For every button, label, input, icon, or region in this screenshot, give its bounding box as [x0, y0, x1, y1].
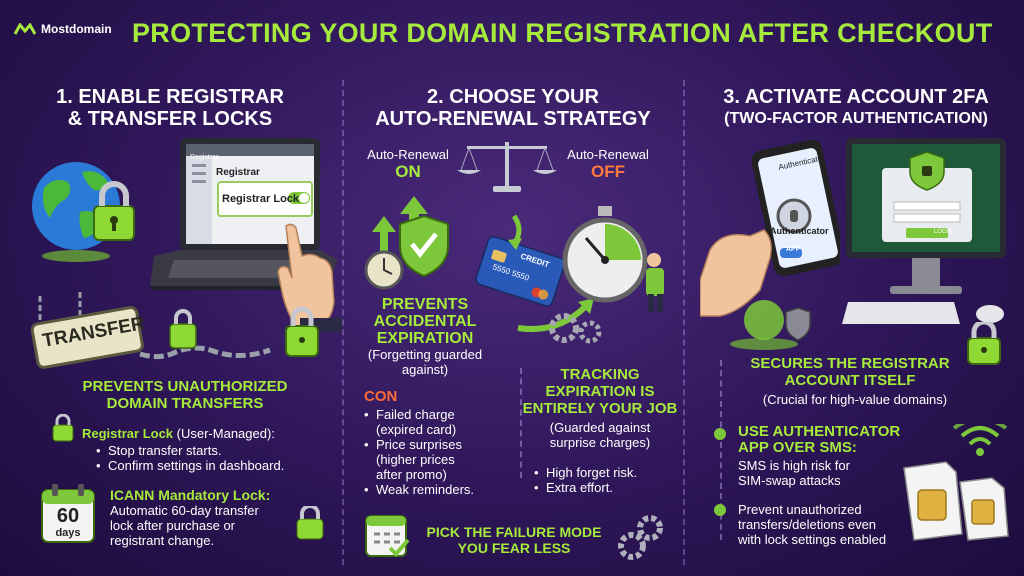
- bullet-dot-icon: [714, 504, 726, 516]
- transfer-chain-illustration: [30, 292, 319, 369]
- registrar-lock-bullets: Stop transfer starts. Confirm settings i…: [96, 443, 284, 473]
- col1-title: 1. ENABLE REGISTRAR & TRANSFER LOCKS: [56, 86, 284, 130]
- list-item: Extra effort.: [534, 480, 637, 495]
- col3-title: 3. ACTIVATE ACCOUNT 2FA (TWO-FACTOR AUTH…: [723, 86, 989, 127]
- brand-logo: Mostdomain: [14, 22, 112, 36]
- laptop-header-label: Registrar: [216, 167, 260, 178]
- stopwatch-icon: [562, 206, 664, 312]
- column-divider: [683, 80, 685, 565]
- brand-mark-icon: [14, 23, 36, 35]
- inner-divider: [720, 360, 722, 540]
- list-item: Confirm settings in dashboard.: [96, 458, 284, 473]
- laptop-sidebar-label: Registrar: [190, 154, 219, 161]
- track-heading: TRACKING EXPIRATION IS ENTIRELY YOUR JOB: [522, 366, 678, 417]
- con-heading: CON: [364, 388, 398, 405]
- list-item: Failed charge (expired card): [364, 407, 514, 437]
- pro-heading: PREVENTS ACCIDENTAL EXPIRATION: [373, 296, 477, 347]
- inner-divider: [520, 368, 522, 478]
- registrar-lock-line: Registrar Lock (User-Managed):: [82, 426, 275, 441]
- registrar-lock-toggle-label: Registrar Lock: [222, 193, 300, 205]
- gears-icon: [618, 515, 663, 560]
- shield-icon: [730, 300, 811, 350]
- sim-card-icon: [903, 424, 1009, 541]
- balance-scale-icon: [457, 142, 557, 192]
- calendar-number: 60: [56, 505, 80, 527]
- phone-app-button: APP: [786, 246, 801, 253]
- renewal-on-icon: [364, 196, 449, 290]
- monitor-illustration: [842, 138, 1006, 324]
- auto-renewal-on-label: Auto-Renewal ON: [367, 147, 449, 181]
- phone-hand-illustration: [700, 140, 840, 317]
- lock-icon: [52, 414, 74, 442]
- pro-subtext: (Forgetting guarded against): [367, 347, 483, 377]
- monitor-login-button: LOGIN: [934, 229, 953, 235]
- list-item: Stop transfer starts.: [96, 443, 284, 458]
- calendar-unit: days: [55, 527, 81, 539]
- track-bullets: High forget risk. Extra effort.: [534, 465, 637, 495]
- bullet-dot-icon: [714, 428, 726, 440]
- gears-icon: [549, 313, 602, 344]
- col3-heading-sub: (Crucial for high-value domains): [762, 392, 948, 407]
- globe-lock-icon: [32, 162, 135, 262]
- lock-icon: [967, 322, 1001, 365]
- prevent-block: Prevent unauthorized transfers/deletions…: [738, 502, 887, 547]
- calendar-icon: [41, 484, 95, 543]
- track-subtext: (Guarded against surprise charges): [549, 420, 651, 450]
- auto-renewal-off-label: Auto-Renewal OFF: [567, 147, 649, 181]
- col1-heading: PREVENTS UNAUTHORIZED DOMAIN TRANSFERS: [82, 378, 288, 412]
- list-item: Price surprises (higher prices after pro…: [364, 437, 514, 482]
- credit-card-icon: [475, 236, 564, 307]
- con-bullets: Failed charge (expired card) Price surpr…: [364, 407, 514, 497]
- col2-title: 2. CHOOSE YOUR AUTO-RENEWAL STRATEGY: [375, 86, 651, 130]
- phone-label: Authenticator: [770, 226, 829, 236]
- list-item: High forget risk.: [534, 465, 637, 480]
- app-over-sms-block: USE AUTHENTICATOR APP OVER SMS: SMS is h…: [738, 423, 901, 489]
- icann-lock-block: ICANN Mandatory Lock: Automatic 60-day t…: [110, 487, 271, 549]
- lock-icon: [296, 506, 324, 540]
- column-divider: [342, 80, 344, 565]
- list-item: Weak reminders.: [364, 482, 514, 497]
- brand-name: Mostdomain: [41, 22, 112, 36]
- page-title: PROTECTING YOUR DOMAIN REGISTRATION AFTE…: [132, 18, 993, 48]
- footer-heading: PICK THE FAILURE MODE YOU FEAR LESS: [426, 524, 602, 556]
- col3-heading: SECURES THE REGISTRAR ACCOUNT ITSELF: [750, 355, 950, 389]
- calendar-check-icon: [365, 515, 410, 557]
